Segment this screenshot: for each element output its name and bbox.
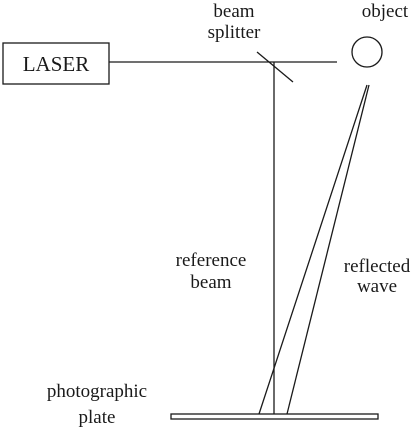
laser-label: LASER <box>23 52 90 76</box>
beam-splitter <box>256 51 294 83</box>
object-sphere <box>351 36 383 68</box>
reflected-wave-label-line2: wave <box>357 276 397 297</box>
reference-beam-label-line2: beam <box>190 272 231 293</box>
photographic-plate-label-line2: plate <box>79 407 116 428</box>
beam-splitter-label-line2: splitter <box>208 22 261 43</box>
reflected-ray-right <box>286 84 370 415</box>
reflected-ray-left <box>258 84 368 415</box>
beam-splitter-label-line1: beam <box>213 1 254 22</box>
photographic-plate <box>170 413 379 420</box>
reference-beam-label-line1: reference <box>176 250 247 271</box>
object-label: object <box>362 1 409 22</box>
laser-box <box>2 42 110 85</box>
photographic-plate-label-line1: photographic <box>47 381 147 402</box>
reflected-wave-label-line1: reflected <box>344 256 411 277</box>
